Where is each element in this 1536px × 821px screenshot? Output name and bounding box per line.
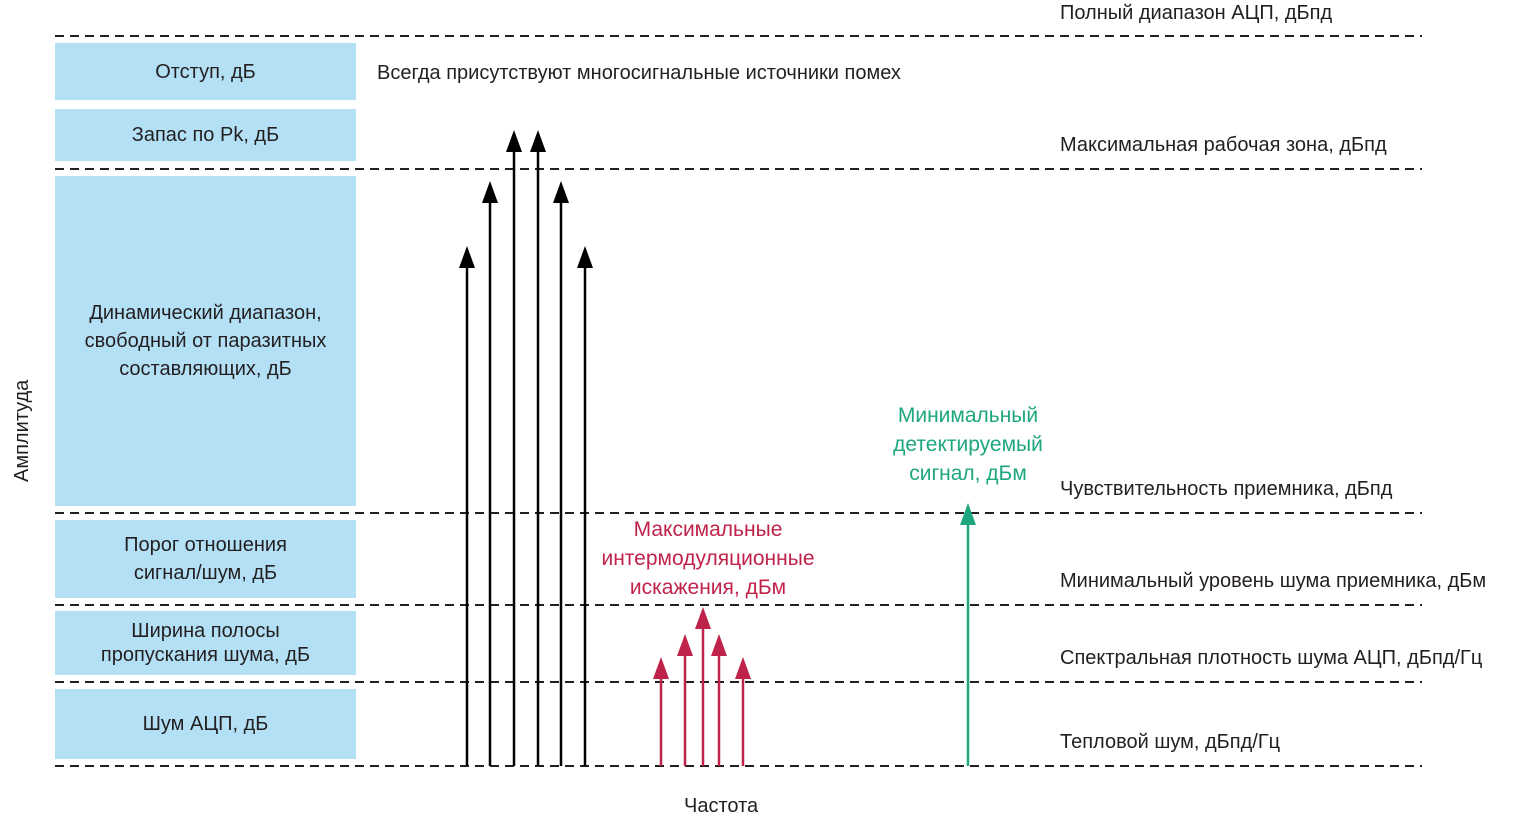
- imd-arrow-5-head: [735, 657, 751, 679]
- interferer-arrow-6-head: [577, 246, 593, 268]
- block-peak-margin: Запас по Pk, дБ: [55, 109, 356, 161]
- level-adc-full-scale: Полный диапазон АЦП, дБпд: [1060, 2, 1333, 24]
- mds-label: Минимальный детектируемый сигнал, дБм: [893, 404, 1043, 485]
- interferer-arrow-3-head: [506, 130, 522, 152]
- imd-arrow-2-head: [677, 634, 693, 656]
- imd-arrow-1-head: [653, 657, 669, 679]
- block-snr-threshold: Порог отношения сигнал/шум, дБ: [55, 520, 356, 598]
- interferer-arrow-4-head: [530, 130, 546, 152]
- level-receiver-sensitivity: Чувствительность приемника, дБпд: [1060, 478, 1393, 500]
- block-adc-noise: Шум АЦП, дБ: [55, 689, 356, 759]
- block-noise-bandwidth: Ширина полосы пропускания шума, дБ: [55, 611, 356, 675]
- mds-arrow-head: [960, 503, 976, 525]
- block-sfdr: Динамический диапазон, свободный от пара…: [55, 176, 356, 506]
- interferers-note: Всегда присутствуют многосигнальные исто…: [377, 62, 901, 84]
- y-axis-label: Амплитуда: [11, 379, 33, 482]
- imd-label: Максимальные интермодуляционные искажени…: [601, 518, 815, 599]
- interferer-arrow-2-head: [482, 181, 498, 203]
- imd-arrow-3-head: [695, 607, 711, 629]
- level-thermal-noise: Тепловой шум, дБпд/Гц: [1060, 731, 1281, 753]
- interferer-arrow-1-head: [459, 246, 475, 268]
- block-headroom: Отступ, дБ: [55, 43, 356, 100]
- level-adc-noise-density: Спектральная плотность шума АЦП, дБпд/Гц: [1060, 647, 1483, 669]
- imd-arrow-4-head: [711, 634, 727, 656]
- x-axis-label: Частота: [684, 795, 759, 817]
- level-receiver-noise-floor: Минимальный уровень шума приемника, дБм: [1060, 570, 1487, 592]
- level-max-operating-zone: Максимальная рабочая зона, дБпд: [1060, 134, 1387, 156]
- interferer-arrow-5-head: [553, 181, 569, 203]
